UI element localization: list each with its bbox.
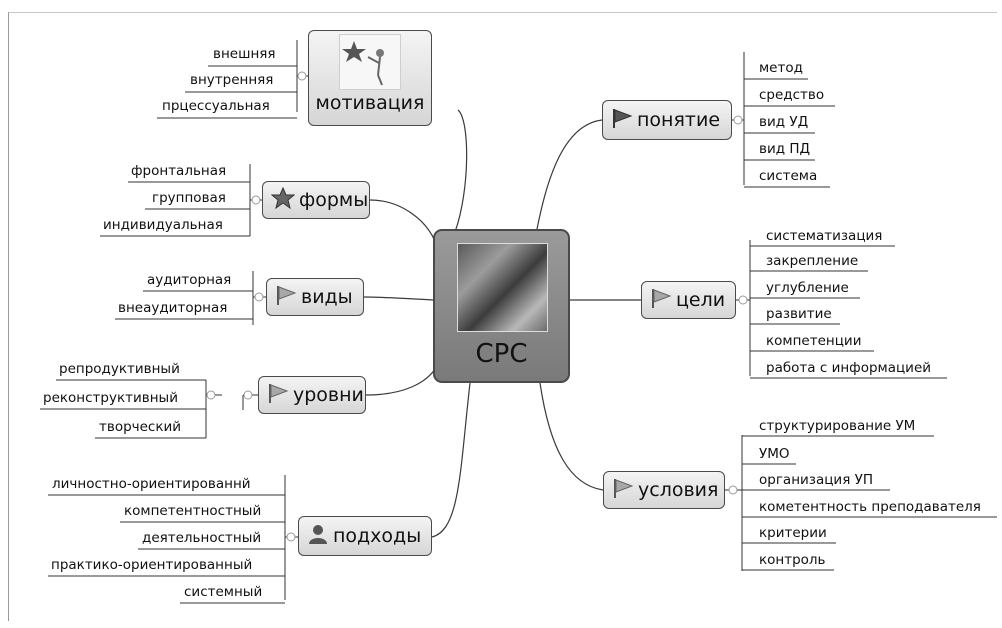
- leaf: внешняя: [213, 46, 276, 62]
- star-icon: [270, 186, 296, 214]
- leaf: внеаудиторная: [118, 300, 228, 316]
- link-vidy: [363, 296, 434, 301]
- leaf: аудиторная: [147, 272, 232, 288]
- topic-formy[interactable]: формы: [262, 181, 370, 219]
- topic-urovni[interactable]: уровни: [258, 376, 366, 414]
- topic-label: формы: [299, 189, 369, 211]
- leaf: творческий: [99, 419, 182, 435]
- central-topic[interactable]: СРС: [433, 229, 570, 383]
- leaf: метод: [759, 60, 803, 76]
- topic-label: мотивация: [315, 92, 425, 114]
- collapse-dot: [297, 71, 307, 81]
- topic-label: виды: [301, 286, 353, 308]
- flag-icon: [650, 287, 672, 314]
- collapse-dot: [733, 115, 743, 125]
- leaf: контроль: [759, 552, 826, 568]
- leaf: организация УП: [759, 472, 873, 488]
- topic-label: подходы: [333, 525, 422, 547]
- topic-usloviya[interactable]: условия: [603, 471, 725, 509]
- leaf: средство: [759, 87, 825, 103]
- leaf: критерии: [759, 525, 827, 541]
- leaf: вид УД: [759, 114, 809, 130]
- link-ponyatie: [536, 119, 603, 230]
- topic-podkhody[interactable]: подходы: [298, 516, 432, 556]
- leaf: углубление: [766, 280, 849, 296]
- bracket-urovni: [205, 380, 258, 438]
- leaf: практико-ориентированный: [51, 557, 253, 573]
- leaf: компетенции: [766, 333, 862, 349]
- flag-icon: [275, 284, 297, 311]
- collapse-dot: [738, 295, 748, 305]
- flag-icon: [611, 107, 633, 134]
- topic-celi[interactable]: цели: [641, 281, 736, 319]
- leaf: работа с информацией: [766, 360, 932, 376]
- leaf: систематизация: [766, 228, 883, 244]
- collapse-dot: [286, 532, 296, 542]
- leaf: личностно-ориентированнй: [52, 476, 251, 492]
- leaf: системный: [184, 584, 263, 600]
- topic-motivaciya[interactable]: мотивация: [308, 30, 432, 126]
- collapse-dot: [251, 195, 261, 205]
- link-motivaciya: [454, 109, 468, 233]
- topic-label: условия: [638, 479, 719, 501]
- flag-icon: [267, 382, 289, 409]
- central-title: СРС: [475, 339, 528, 369]
- bracket-celi: [736, 240, 751, 376]
- person-icon: [307, 523, 329, 550]
- leaf: развитие: [766, 306, 832, 322]
- leaf: структурирование УМ: [759, 418, 916, 434]
- collapse-dot: [243, 390, 253, 400]
- topic-label: цели: [676, 289, 726, 311]
- leaf: групповая: [152, 190, 226, 206]
- leaf: деятельностный: [142, 530, 262, 546]
- leaf: вид ПД: [759, 141, 811, 157]
- leaf: прцессуальная: [162, 98, 270, 114]
- leaf: кометентность преподавателя: [759, 499, 981, 515]
- diagram-frame: [8, 12, 997, 621]
- leaf: закрепление: [766, 253, 859, 269]
- flag-icon: [612, 477, 634, 504]
- link-usloviya: [539, 382, 604, 491]
- leaf: УМО: [759, 446, 790, 462]
- leaf: индивидуальная: [103, 217, 223, 233]
- leaf: фронтальная: [131, 163, 227, 179]
- leaf: реконструктивный: [43, 390, 178, 406]
- bracket-usloviya: [725, 435, 743, 571]
- topic-ponyatie[interactable]: понятие: [602, 100, 732, 140]
- topic-vidy[interactable]: виды: [266, 278, 364, 316]
- collapse-dot: [206, 390, 216, 400]
- link-urovni: [365, 359, 441, 396]
- leaf: система: [759, 168, 818, 184]
- collapse-dot: [254, 292, 264, 302]
- topic-label: понятие: [637, 109, 721, 131]
- leaf: внутренняя: [190, 72, 274, 88]
- topic-label: уровни: [293, 384, 364, 406]
- link-podkhody: [431, 382, 471, 538]
- leaf: репродуктивный: [59, 361, 180, 377]
- leaf: компетентностный: [124, 503, 262, 519]
- link-formy: [369, 199, 439, 251]
- star-figure-image: [339, 34, 401, 90]
- students-photo: [457, 243, 548, 332]
- collapse-dot: [728, 485, 738, 495]
